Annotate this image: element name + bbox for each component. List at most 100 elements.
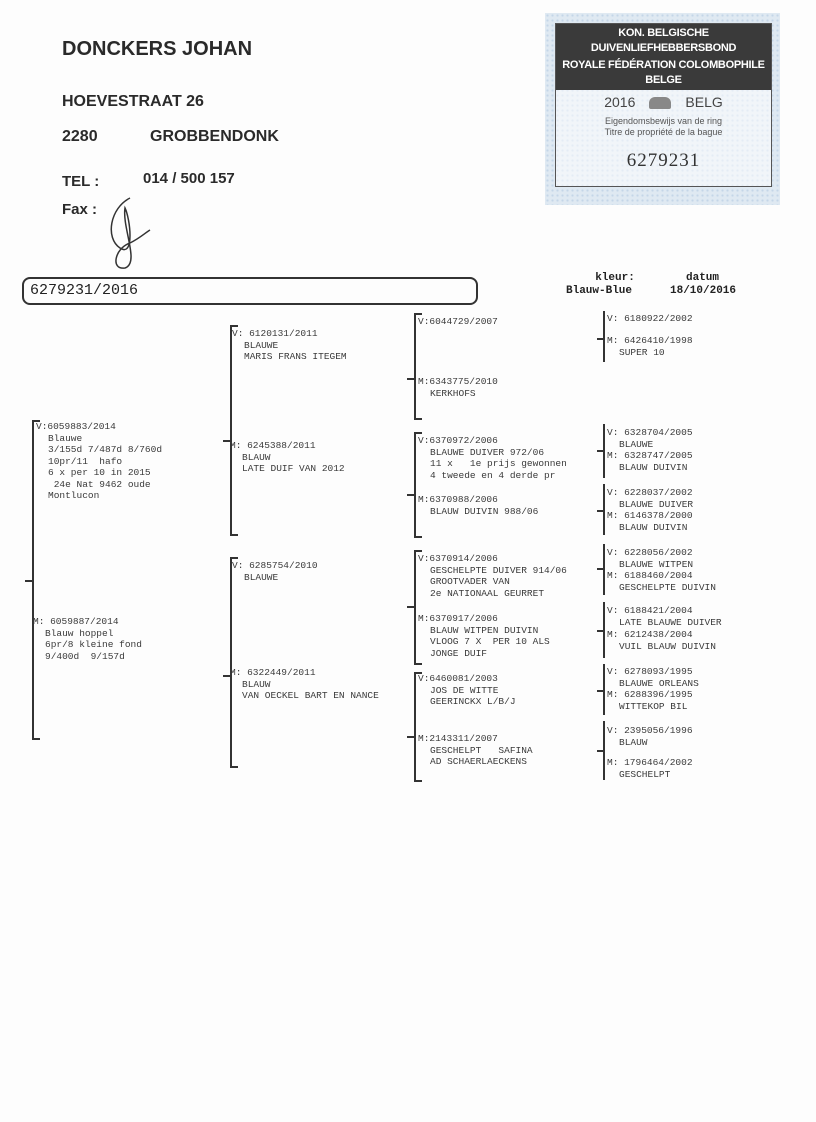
entry-line: 6pr/8 kleine fond: [45, 639, 142, 650]
ring-id: M:6370988/2006: [418, 494, 498, 505]
ring-id: V: 6120131/2011: [232, 328, 318, 339]
datum-value: 18/10/2016: [670, 285, 737, 297]
bracket-line: [597, 630, 604, 632]
bracket-line: [223, 675, 231, 677]
signature: [110, 197, 151, 269]
bracket-line: [603, 602, 605, 658]
card-title-fr: Titre de propriété de la bague: [604, 127, 723, 137]
entry-line: 24e Nat 9462 oude: [48, 478, 151, 490]
bracket-line: [414, 313, 416, 420]
bracket-line: [597, 690, 604, 692]
entry-line: BLAUWE: [244, 571, 279, 583]
owner-name: DONCKERS JOHAN: [62, 38, 253, 60]
ring-id: V: 2395056/1996: [607, 725, 693, 736]
entry-line: 9/400d 9/157d: [45, 650, 125, 662]
ring-id: V: 6188421/2004: [607, 605, 693, 616]
entry-line: BLAUWE: [619, 438, 654, 450]
entry-line: GESCHELPTE DUIVER 914/06: [430, 564, 567, 576]
ring-id: V:6044729/2007: [418, 316, 498, 327]
datum-label: datum: [686, 272, 720, 284]
bracket-line: [230, 325, 238, 327]
ring-id: M: 6146378/2000: [607, 510, 693, 521]
entry-line: Blauwe: [48, 432, 83, 444]
card-ring-number: 6279231: [626, 150, 701, 171]
ring-id: M: 1796464/2002: [607, 757, 693, 768]
entry-line: GESCHELPT SAFINA: [430, 744, 533, 756]
entry-line: LATE BLAUWE DUIVER: [619, 616, 722, 628]
bracket-line: [223, 440, 231, 442]
owner-city: GROBBENDONK: [150, 128, 279, 145]
bracket-line: [414, 780, 422, 782]
entry-line: 4 tweede en 4 derde pr: [430, 469, 556, 481]
bracket-line: [32, 420, 40, 422]
entry-line: BLAUWE WITPEN: [619, 558, 694, 570]
entry-line: BLAUWE DUIVER 972/06: [430, 446, 545, 458]
entry-line: VAN OECKEL BART EN NANCE: [242, 690, 379, 701]
card-year: 2016: [604, 94, 636, 110]
bracket-line: [230, 766, 238, 768]
bracket-line: [414, 672, 416, 782]
entry-line: 10pr/11 hafo: [48, 455, 123, 467]
ring-id: V: 6180922/2002: [607, 313, 693, 324]
bracket-line: [603, 544, 605, 595]
ring-id: M:6343775/2010: [418, 376, 498, 387]
card-title-nl: Eigendomsbewijs van de ring: [604, 116, 723, 126]
ring-id: V:6460081/2003: [418, 673, 498, 684]
bracket-line: [603, 484, 605, 535]
card-country: BELG: [685, 94, 723, 110]
ring-id: V: 6228056/2002: [607, 547, 693, 558]
entry-line: Blauw hoppel: [45, 627, 114, 639]
bracket-line: [603, 664, 605, 715]
entry-line: SUPER 10: [619, 346, 665, 358]
entry-line: 11 x 1e prijs gewonnen: [430, 458, 567, 469]
entry-line: BLAUW: [242, 678, 271, 690]
bracket-line: [597, 510, 604, 512]
bracket-line: [597, 338, 604, 340]
entry-line: 3/155d 7/487d 8/760d: [48, 444, 163, 455]
entry-line: GESCHELPTE DUIVIN: [619, 581, 716, 593]
ring-ownership-card: KON. BELGISCHE DUIVENLIEFHEBBERSBOND ROY…: [545, 13, 780, 205]
ring-id: M: 6288396/1995: [607, 689, 693, 700]
bracket-line: [414, 550, 416, 665]
card-federation-fr: ROYALE FÉDÉRATION COLOMBOPHILE BELGE: [556, 58, 771, 90]
entry-line: BLAUW: [619, 736, 648, 748]
bracket-line: [414, 432, 422, 434]
entry-line: BLAUWE ORLEANS: [619, 677, 699, 689]
ring-id: M:2143311/2007: [418, 733, 498, 744]
bracket-line: [230, 534, 238, 536]
ring-id: V:6370914/2006: [418, 553, 498, 564]
entry-line: BLAUWE DUIVER: [619, 498, 694, 510]
entry-line: WITTEKOP BIL: [619, 700, 688, 712]
entry-line: 6 x per 10 in 2015: [48, 467, 151, 478]
bracket-line: [414, 672, 422, 674]
bracket-line: [597, 450, 604, 452]
bracket-line: [414, 550, 422, 552]
bracket-line: [597, 568, 604, 570]
bracket-line: [414, 432, 416, 538]
ring-id: M: 6059887/2014: [33, 616, 119, 627]
bracket-line: [414, 418, 422, 420]
owner-tel: 014 / 500 157: [143, 170, 235, 187]
bracket-line: [407, 494, 415, 496]
entry-line: GROOTVADER VAN: [430, 576, 510, 587]
entry-line: MARIS FRANS ITEGEM: [244, 351, 347, 362]
entry-line: AD SCHAERLAECKENS: [430, 756, 527, 767]
